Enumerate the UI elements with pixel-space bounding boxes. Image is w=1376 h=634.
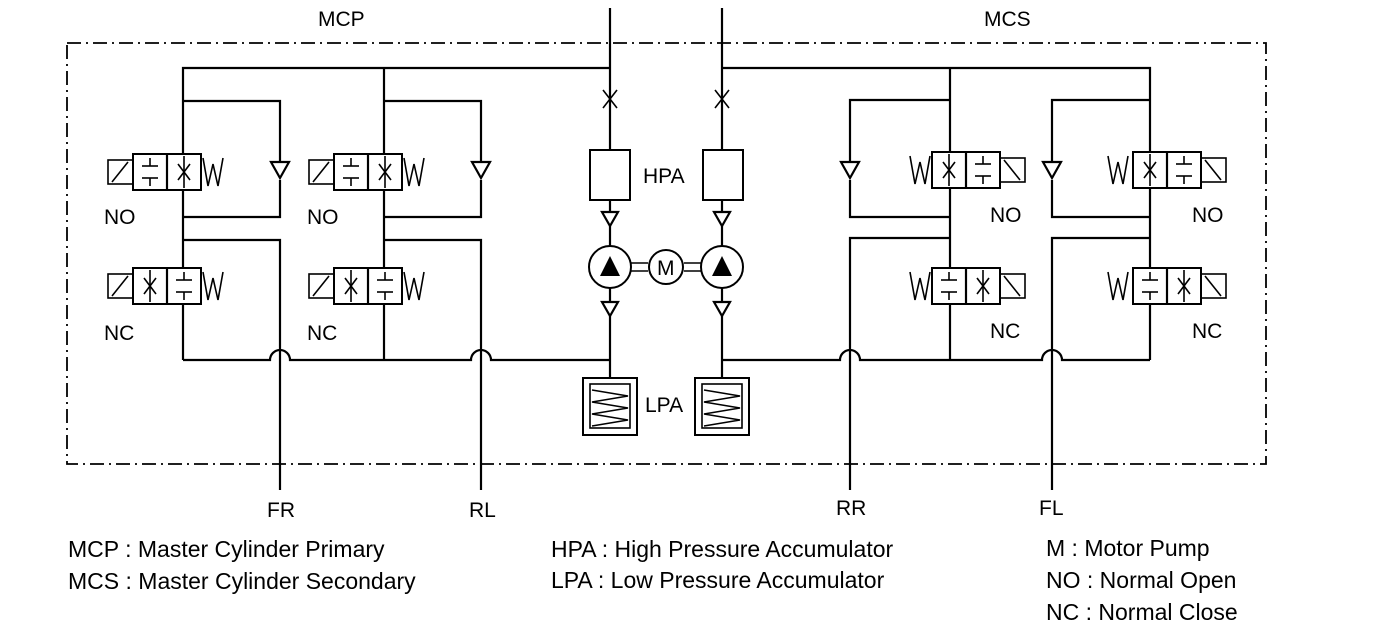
fr-circuit [107, 99, 291, 360]
motor [631, 249, 701, 285]
lpa-right [694, 377, 750, 436]
legend-m: M : Motor Pump [1046, 535, 1210, 561]
legend-no: NO : Normal Open [1046, 567, 1236, 593]
legend-mcs: MCS : Master Cylinder Secondary [68, 568, 416, 594]
fl-circuit [1041, 98, 1227, 360]
motor-label: M [657, 257, 675, 280]
legend-lpa: LPA : Low Pressure Accumulator [551, 567, 885, 593]
no-label-rr: NO [990, 204, 1022, 227]
nc-label-rr: NC [990, 320, 1020, 343]
nc-label-fr: NC [104, 322, 134, 345]
no-valve-rl [308, 153, 425, 191]
mcs-return-line [722, 348, 1150, 362]
fr-label: FR [267, 499, 295, 522]
nc-label-fl: NC [1192, 320, 1222, 343]
pump-left [588, 245, 632, 289]
nc-label-rl: NC [307, 322, 337, 345]
hpa-label: HPA [643, 165, 685, 188]
rr-circuit [839, 98, 1026, 360]
no-label-fl: NO [1192, 204, 1224, 227]
hpa-left [589, 149, 631, 201]
no-valve-rr [909, 151, 1026, 189]
mcp-return-line [183, 348, 610, 362]
no-valve-fl [1107, 151, 1227, 189]
pump-right [700, 245, 744, 289]
no-label-fr: NO [104, 206, 136, 229]
nc-valve-rl [308, 267, 425, 305]
mcp-label: MCP [318, 8, 365, 31]
hpa-right [702, 149, 744, 201]
rl-circuit [308, 99, 492, 360]
hydraulic-unit-boundary [66, 42, 1267, 465]
mcp-inlet-line [181, 8, 618, 154]
legend-nc: NC : Normal Close [1046, 599, 1238, 625]
nc-valve-rr [909, 267, 1026, 305]
nc-valve-fl [1107, 267, 1227, 305]
mcs-inlet-line [714, 8, 1152, 152]
no-valve-fr [107, 153, 224, 191]
legend-mcp: MCP : Master Cylinder Primary [68, 536, 385, 562]
fl-label: FL [1039, 497, 1064, 520]
rr-label: RR [836, 497, 866, 520]
nc-valve-fr [107, 267, 224, 305]
legend-hpa: HPA : High Pressure Accumulator [551, 536, 893, 562]
lpa-left [582, 377, 638, 436]
lpa-label: LPA [645, 394, 683, 417]
mcs-label: MCS [984, 8, 1031, 31]
rl-label: RL [469, 499, 496, 522]
no-label-rl: NO [307, 206, 339, 229]
